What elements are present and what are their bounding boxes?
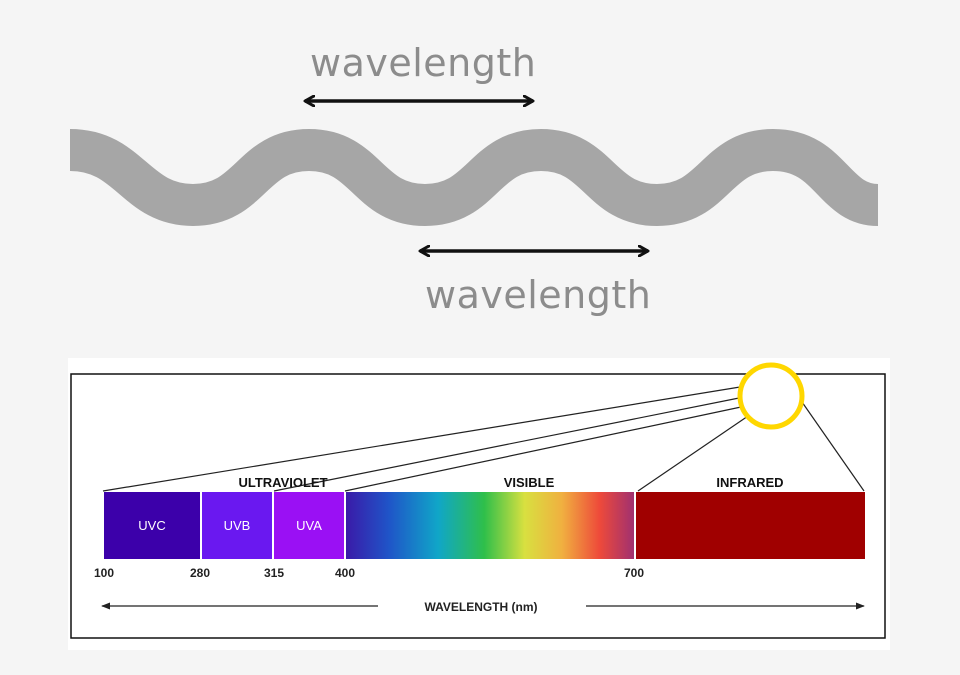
- wavelength-label-bottom: wavelength: [425, 273, 652, 317]
- infrared-label: INFRARED: [716, 475, 783, 490]
- wave-svg: [68, 0, 880, 340]
- wavelength-label-top: wavelength: [310, 41, 537, 85]
- wave-diagram: wavelength wavelength: [68, 0, 880, 340]
- tick-100: 100: [94, 566, 114, 580]
- tick-315: 315: [264, 566, 284, 580]
- tick-400: 400: [335, 566, 355, 580]
- band-label-uvc: UVC: [138, 518, 165, 533]
- visible-label: VISIBLE: [504, 475, 555, 490]
- tick-700: 700: [624, 566, 644, 580]
- band-uvc: [104, 492, 200, 559]
- wave-curve: [68, 128, 880, 227]
- band-uva: [274, 492, 344, 559]
- band-visible: [346, 492, 634, 559]
- band-label-uva: UVA: [296, 518, 322, 533]
- spectrum-svg: ULTRAVIOLET VISIBLE INFRARED UVC UVB UVA…: [70, 362, 886, 639]
- ultraviolet-label: ULTRAVIOLET: [238, 475, 327, 490]
- band-infrared: [636, 492, 865, 559]
- sun-icon: [737, 362, 805, 430]
- band-label-uvb: UVB: [224, 518, 251, 533]
- spectrum-diagram: ULTRAVIOLET VISIBLE INFRARED UVC UVB UVA…: [68, 358, 890, 650]
- sun-rays: [102, 386, 865, 492]
- band-uvb: [202, 492, 272, 559]
- wavelength-axis-label: WAVELENGTH (nm): [424, 600, 537, 614]
- tick-280: 280: [190, 566, 210, 580]
